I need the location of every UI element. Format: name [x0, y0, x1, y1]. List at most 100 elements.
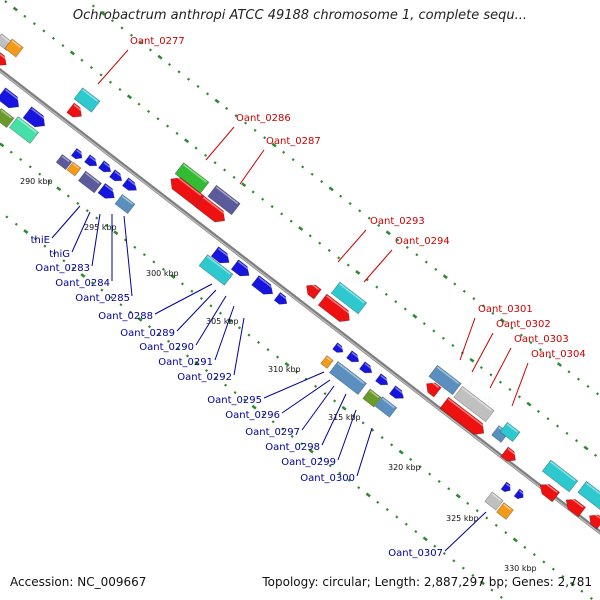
leader-line	[195, 295, 227, 346]
gene-feature-29-shape	[330, 281, 368, 315]
gene-feature-15	[70, 147, 83, 160]
tick-mark	[412, 313, 418, 319]
tick-mark	[569, 581, 575, 587]
tick-mark	[123, 238, 127, 242]
gene-feature-3-sheen	[4, 88, 21, 102]
tick-mark	[314, 384, 318, 388]
gene-feature-14	[66, 161, 82, 177]
leader-line	[91, 213, 101, 267]
tick-mark	[214, 376, 218, 380]
leader-line	[233, 317, 245, 376]
tick-mark	[405, 245, 409, 249]
tick-mark	[347, 478, 351, 482]
gene-feature-42	[426, 380, 442, 398]
tick-mark	[341, 405, 347, 411]
tick-mark	[452, 559, 456, 563]
leader-line	[444, 511, 487, 552]
tick-mark	[185, 354, 190, 358]
tick-mark	[247, 333, 251, 337]
tick-mark	[282, 150, 286, 154]
tick-mark	[38, 172, 42, 176]
leader-line	[97, 49, 129, 85]
tick-mark	[451, 344, 455, 348]
gene-feature-2-sheen	[0, 51, 8, 61]
tick-mark	[441, 336, 445, 340]
gene-feature-52-shape	[500, 481, 511, 493]
tick-mark	[232, 175, 236, 179]
tick-mark	[589, 596, 593, 600]
gene-feature-30-shape	[317, 293, 350, 322]
gene-label: Oant_0293	[370, 216, 425, 227]
tick-mark	[113, 230, 119, 236]
tick-mark	[319, 456, 323, 460]
accession-text: Accession: NC_009667	[10, 575, 147, 589]
gene-feature-51-shape	[589, 514, 600, 530]
tick-mark	[574, 439, 579, 443]
tick-mark	[365, 492, 371, 498]
tick-mark	[61, 44, 65, 48]
tick-mark	[348, 201, 352, 206]
gene-feature-27-shape	[198, 254, 234, 286]
gene-feature-17	[98, 160, 112, 173]
gene-feature-33-shape	[359, 361, 373, 374]
tick-mark	[323, 392, 327, 396]
tick-mark	[548, 355, 552, 359]
gene-feature-10-shape	[207, 184, 241, 216]
gene-feature-50-sheen	[569, 496, 584, 508]
tick-mark	[489, 373, 493, 377]
tick-mark	[422, 536, 428, 542]
gene-feature-21-shape	[97, 182, 115, 199]
gene-feature-38	[362, 388, 382, 408]
tick-mark	[339, 194, 343, 198]
tick-mark	[551, 567, 555, 571]
tick-mark	[90, 281, 94, 285]
tick-mark	[485, 516, 489, 520]
gene-feature-23-shape	[210, 246, 230, 264]
tick-mark	[481, 304, 485, 308]
gene-feature-24-sheen	[237, 260, 251, 272]
gene-feature-42-shape	[426, 382, 442, 398]
gene-label: Oant_0290	[139, 342, 194, 353]
tick-mark	[377, 223, 381, 228]
gene-feature-39	[374, 396, 398, 418]
gene-feature-19-sheen	[127, 178, 138, 187]
gene-feature-48-sheen	[585, 482, 600, 501]
tick-mark	[479, 365, 483, 370]
gene-label: Oant_0277	[130, 36, 185, 47]
gene-feature-6	[9, 116, 39, 144]
tick-mark	[371, 428, 375, 432]
gene-feature-14-shape	[66, 161, 82, 177]
gene-feature-27	[198, 254, 234, 286]
gene-label: Oant_0302	[496, 319, 551, 330]
tick-mark	[180, 282, 184, 286]
tick-mark	[80, 58, 84, 62]
tick-mark	[205, 92, 210, 96]
tick-mark	[376, 500, 380, 504]
gene-feature-12-sheen	[203, 196, 227, 216]
tick-mark	[19, 157, 23, 162]
tick-mark	[194, 360, 200, 366]
gene-feature-49-sheen	[543, 481, 558, 493]
tick-mark	[403, 307, 407, 311]
tick-mark	[576, 377, 581, 381]
leader-line	[363, 249, 393, 283]
topology-summary: Topology: circular; Length: 2,887,297 bp…	[262, 575, 592, 589]
tick-mark	[490, 588, 494, 592]
tick-mark	[418, 465, 422, 469]
gene-feature-8-sheen	[73, 104, 84, 113]
tick-mark	[170, 274, 176, 279]
tick-mark	[165, 124, 170, 128]
gene-feature-16-sheen	[89, 155, 98, 163]
tick-mark	[308, 234, 312, 238]
tick-mark	[491, 311, 495, 315]
tick-mark	[186, 77, 191, 81]
gene-label: Oant_0292	[177, 372, 232, 383]
gene-feature-46-sheen	[507, 448, 518, 457]
leader-line	[337, 409, 357, 461]
tick-mark	[499, 318, 505, 323]
tick-mark	[280, 212, 284, 216]
gene-feature-46	[500, 446, 518, 462]
tick-mark	[194, 146, 198, 150]
tick-mark	[137, 102, 141, 106]
